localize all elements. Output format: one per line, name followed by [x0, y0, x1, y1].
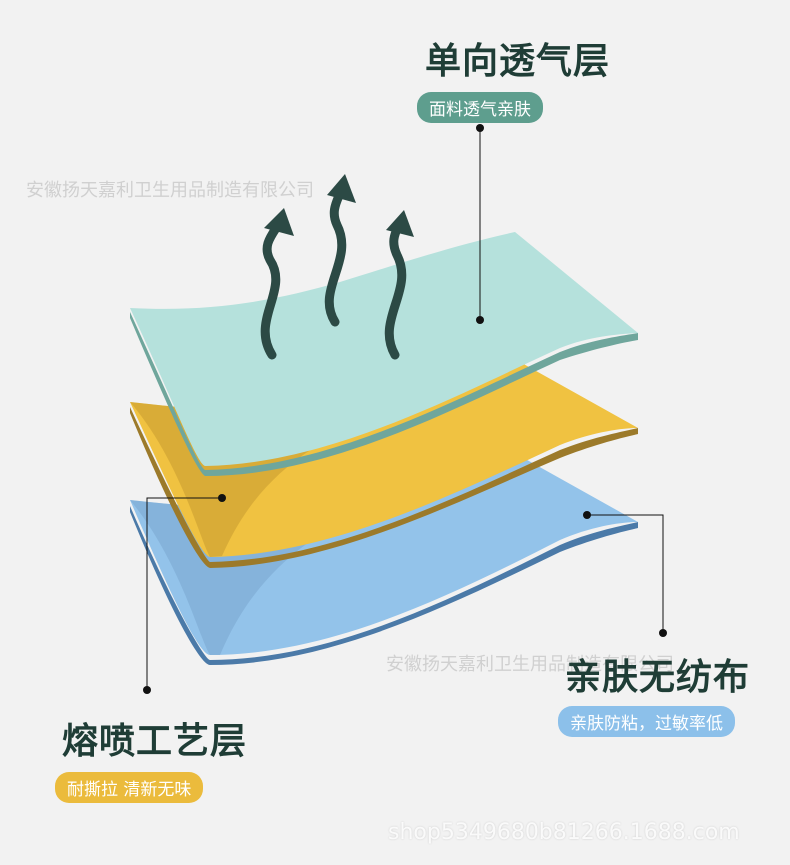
airflow-arrowheads	[264, 174, 414, 237]
shop-url-watermark: shop5349680b81266.1688.com	[388, 820, 740, 845]
top-layer-shape	[130, 232, 638, 476]
middle-layer-title: 熔喷工艺层	[62, 721, 248, 762]
callout-dots	[143, 124, 667, 694]
callout-lines	[146, 128, 664, 690]
bottom-layer-tag: 亲肤防粘，过敏率低	[558, 706, 735, 737]
airflow-arrow-icon	[384, 217, 407, 360]
bottom-layer-title: 亲肤无纺布	[565, 657, 751, 698]
top-layer-title: 单向透气层	[425, 41, 611, 82]
airflow-arrow-icon	[260, 217, 285, 360]
company-watermark: 安徽扬天嘉利卫生用品制造有限公司	[26, 180, 314, 201]
top-layer-tag: 面料透气亲肤	[417, 92, 543, 123]
middle-layer-tag: 耐撕拉 清新无味	[55, 772, 204, 803]
company-watermark-lower: 安徽扬天嘉利卫生用品制造有限公司	[386, 654, 674, 675]
airflow-arrow-icon	[324, 183, 347, 327]
airflow-arrows	[260, 183, 407, 360]
